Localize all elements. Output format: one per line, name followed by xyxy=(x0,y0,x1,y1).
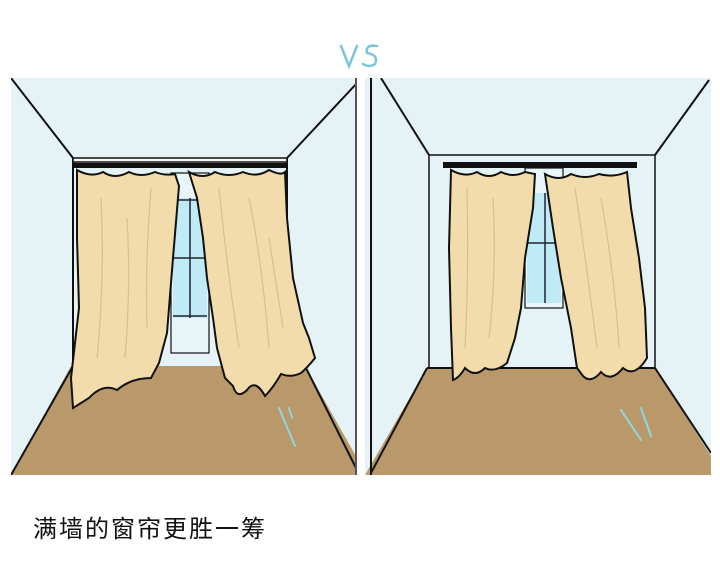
left-room-illustration xyxy=(11,78,357,475)
curtain-rod xyxy=(443,162,637,168)
vs-label-icon xyxy=(339,44,379,70)
caption-text: 满墙的窗帘更胜一筹 xyxy=(33,515,267,543)
left-curtain xyxy=(447,168,537,382)
right-curtain xyxy=(187,168,317,398)
right-curtain xyxy=(543,170,649,381)
floor xyxy=(365,368,711,475)
floor xyxy=(11,366,357,475)
right-room-illustration xyxy=(365,78,711,475)
curtain-rod xyxy=(73,163,287,168)
